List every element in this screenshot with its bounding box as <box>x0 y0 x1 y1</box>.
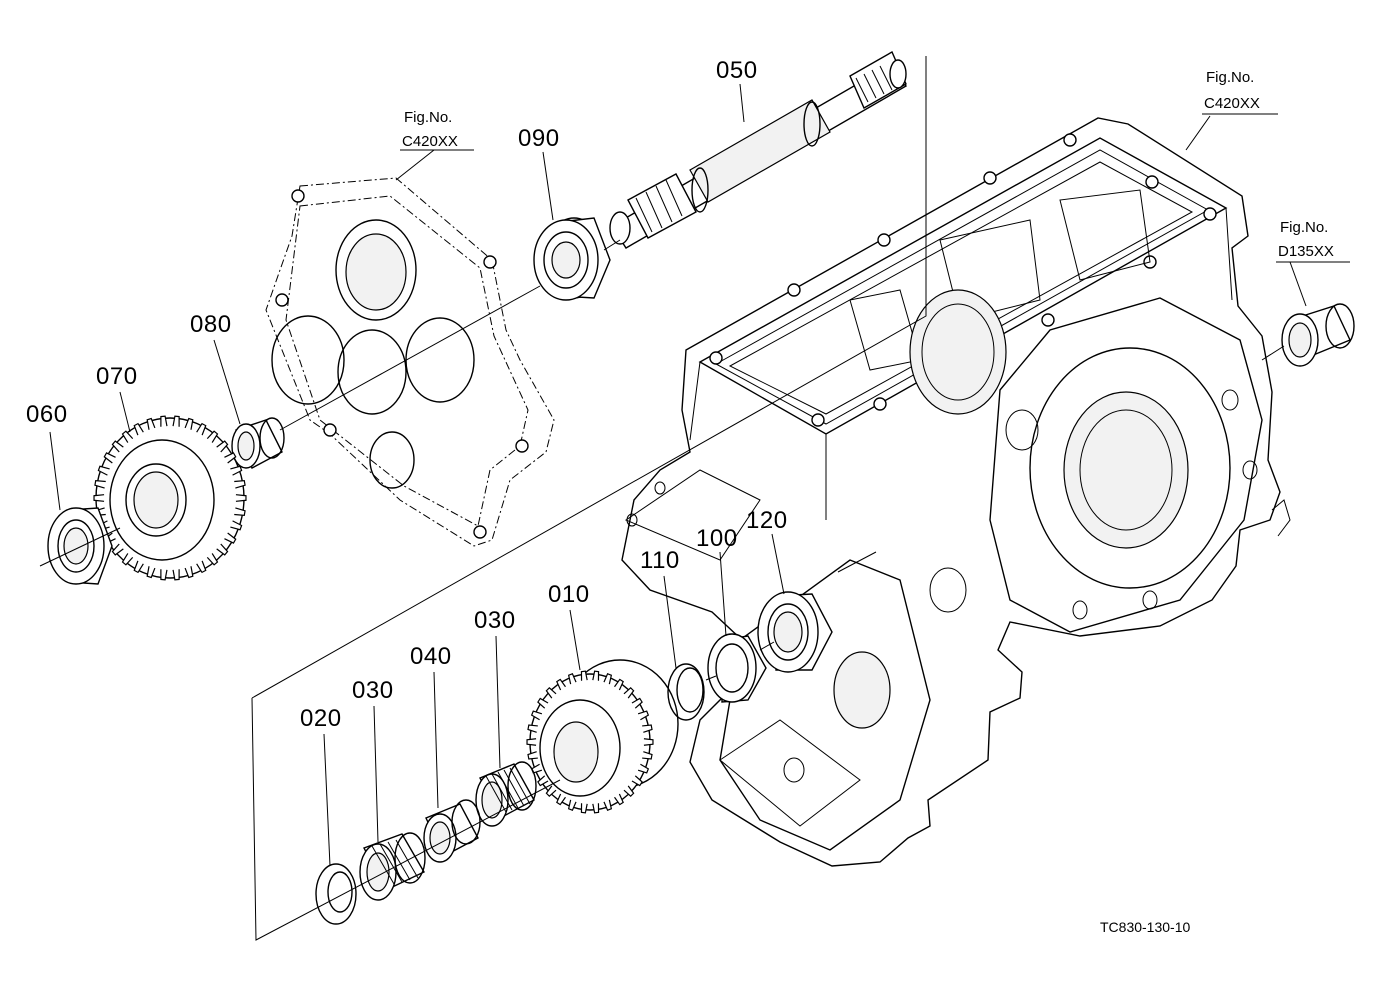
bushing-far-right <box>1281 303 1355 367</box>
gear-teeth-070 <box>93 415 247 581</box>
part-label-080: 080 <box>190 311 232 338</box>
ball-bearing-120 <box>757 591 833 673</box>
gear-070 <box>93 415 247 581</box>
fig-ref-far-right-code: D135XX <box>1278 243 1334 260</box>
part-label-090: 090 <box>518 125 560 152</box>
part-label-100: 100 <box>696 525 738 552</box>
fig-ref-right-label: Fig.No. <box>1206 69 1254 86</box>
thrust-washer-020 <box>315 863 357 925</box>
spacer-100 <box>707 633 767 703</box>
part-labels: 050 090 080 070 060 010 110 100 120 030 … <box>26 57 788 732</box>
main-shaft-050 <box>609 51 907 249</box>
needle-bearing-030-left <box>359 832 426 901</box>
part-label-060: 060 <box>26 401 68 428</box>
case-cover-plate <box>265 177 555 547</box>
part-label-070: 070 <box>96 363 138 390</box>
ball-bearing-090 <box>533 217 611 301</box>
part-label-030-right: 030 <box>474 607 516 634</box>
part-label-020: 020 <box>300 705 342 732</box>
part-label-030-left: 030 <box>352 677 394 704</box>
part-label-120: 120 <box>746 507 788 534</box>
part-label-050: 050 <box>716 57 758 84</box>
fig-ref-far-right-label: Fig.No. <box>1280 219 1328 236</box>
fig-ref-right-code: C420XX <box>1204 95 1260 112</box>
transmission-case <box>621 117 1291 867</box>
flange-bolt-holes <box>709 133 1217 427</box>
part-label-110: 110 <box>640 547 680 574</box>
collar-080 <box>231 417 285 469</box>
gear-teeth-010 <box>526 670 654 814</box>
ball-bearing-060 <box>47 507 113 585</box>
double-gear-010 <box>526 659 679 814</box>
leader-lines <box>49 83 1307 867</box>
drawing-id: TC830-130-10 <box>1100 919 1190 935</box>
assembly-axis-lines <box>39 56 1285 941</box>
snap-ring-110 <box>667 663 705 721</box>
fig-ref-left-label: Fig.No. <box>404 109 452 126</box>
part-label-040: 040 <box>410 643 452 670</box>
collar-040 <box>423 799 481 863</box>
fig-ref-far-right: Fig.No. D135XX <box>1276 219 1350 263</box>
part-label-010: 010 <box>548 581 590 608</box>
fig-ref-left: Fig.No. C420XX <box>400 109 474 151</box>
fig-ref-left-code: C420XX <box>402 133 458 150</box>
fig-ref-right: Fig.No. C420XX <box>1202 69 1278 115</box>
needle-bearing-030-right <box>475 761 537 827</box>
